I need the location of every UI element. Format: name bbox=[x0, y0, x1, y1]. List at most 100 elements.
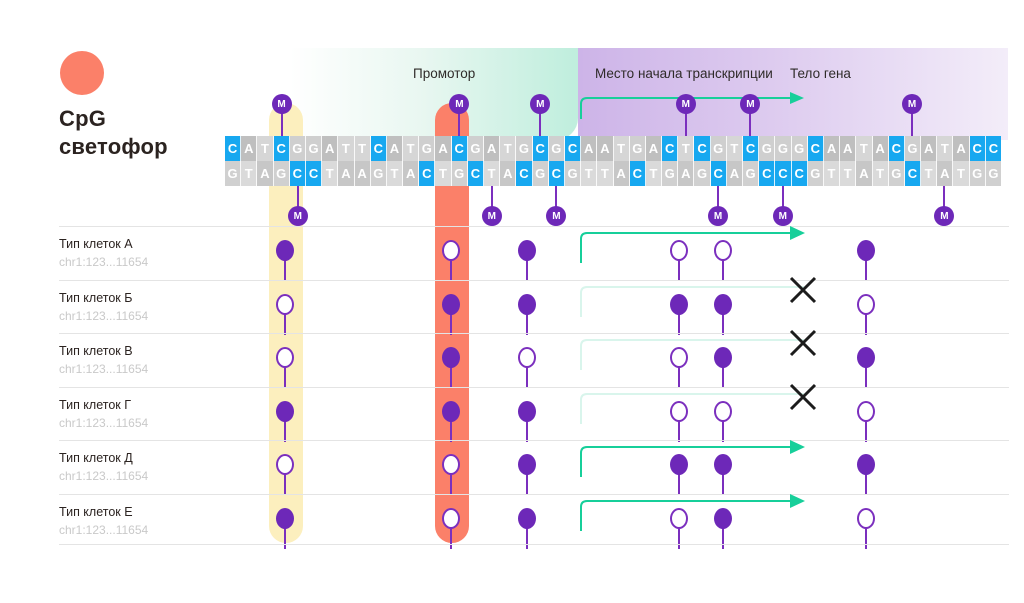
dna-base: A bbox=[257, 161, 274, 186]
dna-base: T bbox=[678, 136, 695, 161]
dna-base: C bbox=[759, 161, 776, 186]
lollipop-stem bbox=[781, 186, 784, 214]
dna-base: T bbox=[241, 161, 258, 186]
lollipop-stem bbox=[865, 259, 867, 281]
lollipop-stem bbox=[526, 259, 528, 281]
lollipop-head bbox=[670, 293, 688, 315]
dna-base: G bbox=[225, 161, 242, 186]
lollipop-stem bbox=[450, 473, 452, 495]
methyl-group-icon: M bbox=[902, 94, 923, 114]
cell-type-label: Тип клеток Б bbox=[59, 290, 133, 305]
lollipop-head bbox=[857, 454, 875, 475]
cell-type-label: Тип клеток А bbox=[59, 237, 133, 251]
transcription-arrow-inactive bbox=[578, 328, 818, 372]
methyl-group-icon: M bbox=[530, 94, 551, 114]
dna-base: C bbox=[985, 136, 1001, 161]
lollipop-head bbox=[714, 507, 732, 529]
dna-base: A bbox=[484, 136, 501, 161]
lollipop-stem bbox=[678, 473, 680, 495]
lollipop-stem bbox=[526, 473, 528, 495]
genomic-coordinate-label: chr1:123...11654 bbox=[59, 308, 149, 323]
dna-base: C bbox=[305, 161, 323, 186]
dna-base: G bbox=[467, 136, 484, 161]
dna-base: G bbox=[548, 136, 565, 161]
lollipop-stem bbox=[555, 186, 558, 214]
lollipop-head bbox=[857, 507, 875, 529]
dna-base: C bbox=[564, 136, 582, 161]
lollipop-stem bbox=[749, 106, 752, 136]
table-row[interactable]: Тип клеток Б chr1:123...11654 bbox=[59, 276, 1009, 335]
dna-base: C bbox=[662, 136, 679, 161]
lollipop-head bbox=[857, 293, 875, 315]
methyl-group-icon: M bbox=[271, 94, 292, 114]
transcription-arrow-inactive bbox=[578, 382, 818, 426]
dna-base: T bbox=[921, 161, 938, 186]
lollipop-head bbox=[518, 400, 536, 422]
lollipop-head bbox=[518, 240, 536, 261]
lollipop-head bbox=[442, 347, 460, 368]
dna-base: C bbox=[694, 136, 711, 161]
lollipop-stem bbox=[526, 312, 528, 335]
dna-base: G bbox=[629, 136, 646, 161]
dna-base: C bbox=[516, 161, 533, 186]
lollipop-stem bbox=[526, 419, 528, 442]
lollipop-stem bbox=[284, 259, 286, 281]
lollipop-stem bbox=[865, 473, 867, 495]
methyl-group-icon: M bbox=[772, 206, 793, 226]
dna-base: A bbox=[354, 161, 371, 186]
dna-base: A bbox=[645, 136, 663, 161]
lollipop-stem bbox=[722, 473, 724, 495]
dna-base: A bbox=[953, 136, 970, 161]
lollipop-head bbox=[442, 400, 460, 422]
dna-base: C bbox=[419, 161, 436, 186]
lollipop-stem bbox=[490, 186, 493, 214]
cell-type-label: Тип клеток Г bbox=[59, 397, 131, 412]
dna-base: T bbox=[354, 136, 371, 161]
methyl-group-icon: M bbox=[675, 94, 696, 114]
lollipop-stem bbox=[284, 366, 286, 388]
dna-base: G bbox=[516, 136, 533, 161]
transcription-arrow-active bbox=[578, 221, 818, 265]
dna-base: T bbox=[823, 161, 841, 186]
lollipop-head bbox=[857, 347, 875, 368]
lollipop-head bbox=[670, 240, 688, 261]
dna-base: G bbox=[888, 161, 905, 186]
lollipop-stem bbox=[722, 419, 724, 442]
region-label-promoter: Промотор bbox=[413, 66, 476, 81]
transcription-arrow-inactive bbox=[578, 275, 818, 319]
lollipop-head bbox=[857, 400, 875, 422]
lollipop-stem bbox=[450, 526, 452, 549]
methyl-group-icon: M bbox=[740, 94, 761, 114]
dna-base: G bbox=[694, 161, 711, 186]
dna-base: G bbox=[273, 161, 290, 186]
lollipop-stem bbox=[284, 526, 286, 549]
dna-base: A bbox=[581, 136, 598, 161]
cell-type-label: Тип клеток Е bbox=[59, 504, 133, 519]
header-transcription-arrow bbox=[578, 92, 813, 120]
dna-base: T bbox=[872, 161, 889, 186]
lollipop-stem bbox=[911, 106, 914, 136]
lollipop-stem bbox=[450, 259, 452, 281]
region-label-gene-body: Тело гена bbox=[790, 66, 851, 81]
dna-base: A bbox=[338, 161, 355, 186]
dna-base: C bbox=[451, 136, 468, 161]
dna-base: A bbox=[403, 161, 420, 186]
page-title: CpG светофор bbox=[59, 106, 168, 159]
transcription-arrow-active bbox=[578, 489, 818, 533]
lollipop-stem bbox=[684, 106, 687, 136]
lollipop-head bbox=[276, 240, 294, 261]
dna-base: C bbox=[969, 136, 986, 161]
dna-base: A bbox=[678, 161, 695, 186]
dna-base: C bbox=[904, 161, 922, 186]
lollipop-head bbox=[442, 293, 460, 315]
dna-base: C bbox=[629, 161, 646, 186]
dna-base: G bbox=[564, 161, 582, 186]
dna-base: C bbox=[532, 136, 549, 161]
dna-base: C bbox=[888, 136, 905, 161]
